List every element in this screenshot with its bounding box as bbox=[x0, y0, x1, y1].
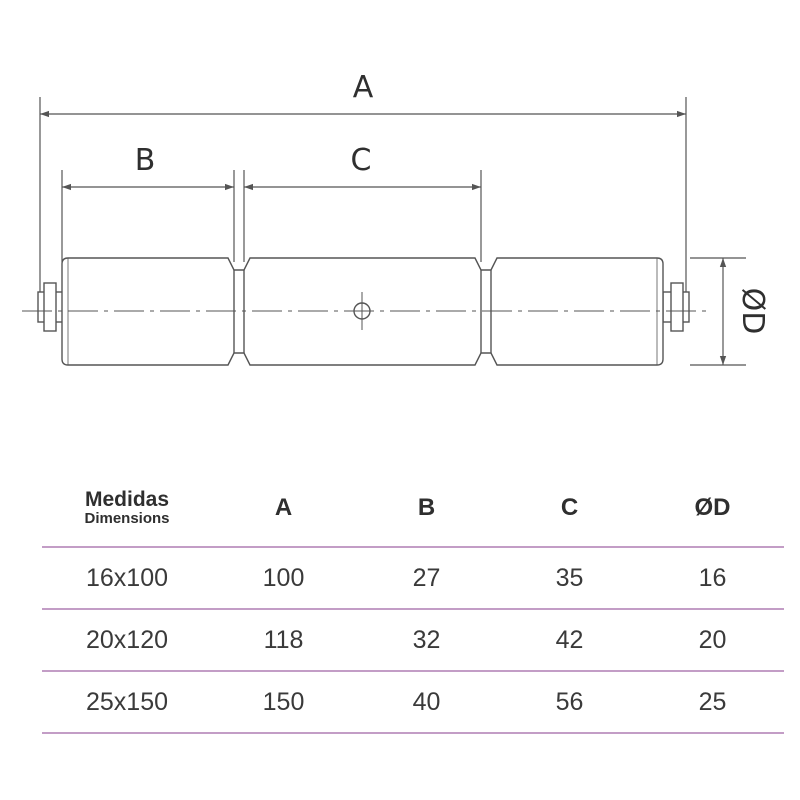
header-title: Medidas bbox=[84, 488, 170, 512]
cell-size: 16x100 bbox=[42, 547, 212, 610]
dimension-label-d: ØD bbox=[735, 288, 770, 335]
cell-size: 20x120 bbox=[42, 609, 212, 672]
cell-c: 35 bbox=[498, 547, 641, 610]
cell-size: 25x150 bbox=[42, 671, 212, 734]
cell-b: 40 bbox=[355, 671, 498, 734]
dimension-label-c: C bbox=[351, 143, 372, 178]
header-a: A bbox=[212, 470, 355, 548]
cell-b: 32 bbox=[355, 609, 498, 672]
roller-shaft-drawing: A B C ØD bbox=[22, 70, 770, 366]
right-flange bbox=[670, 282, 684, 332]
cell-c: 42 bbox=[498, 609, 641, 672]
dimension-label-b: B bbox=[135, 143, 156, 178]
table-row: 20x120 118 32 42 20 bbox=[42, 609, 784, 672]
header-subtitle: Dimensions bbox=[84, 510, 170, 528]
cell-c: 56 bbox=[498, 671, 641, 734]
cell-a: 100 bbox=[212, 547, 355, 610]
header-b: B bbox=[355, 470, 498, 548]
cell-d: 25 bbox=[641, 671, 784, 734]
cell-d: 16 bbox=[641, 547, 784, 610]
header-size: Medidas Dimensions bbox=[42, 470, 212, 548]
cell-d: 20 bbox=[641, 609, 784, 672]
dimension-label-a: A bbox=[353, 70, 374, 105]
table-row: 25x150 150 40 56 25 bbox=[42, 671, 784, 734]
cell-a: 150 bbox=[212, 671, 355, 734]
table-header-row: Medidas Dimensions A B C ØD bbox=[42, 470, 784, 548]
dimensions-table: Medidas Dimensions A B C ØD 16x100 100 2… bbox=[42, 470, 784, 734]
left-flange bbox=[43, 282, 57, 332]
cell-b: 27 bbox=[355, 547, 498, 610]
header-d: ØD bbox=[641, 470, 784, 548]
header-c: C bbox=[498, 470, 641, 548]
cell-a: 118 bbox=[212, 609, 355, 672]
table-row: 16x100 100 27 35 16 bbox=[42, 547, 784, 610]
